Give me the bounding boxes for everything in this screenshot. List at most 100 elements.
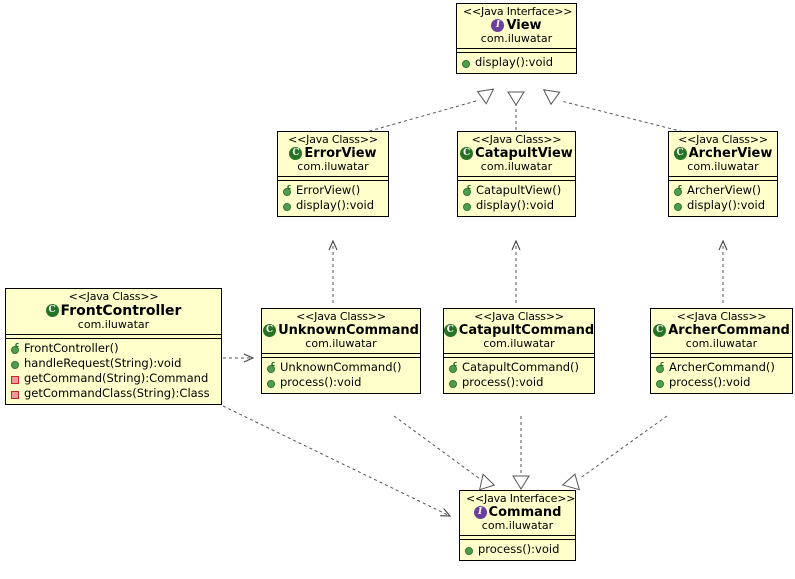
node-catapultview-package: com.iluwatar (480, 160, 553, 174)
node-archercommand-name: ArcherCommand (668, 322, 790, 338)
node-command-header: <<Java Interface>> I Command com.iluwata… (460, 491, 575, 535)
member-label: ArcherView() (687, 182, 762, 197)
class-icon: C (673, 146, 687, 160)
divider-gap (6, 334, 221, 338)
node-errorview-stereotype: <<Java Class>> (288, 133, 378, 146)
node-frontcontroller[interactable]: <<Java Class>> C FrontController com.ilu… (5, 288, 222, 405)
public-member-icon (448, 376, 459, 389)
node-view-name: View (506, 17, 542, 33)
member-row[interactable]: display():void (673, 198, 775, 213)
member-row[interactable]: c ArcherView() (673, 183, 775, 198)
member-row[interactable]: c ArcherCommand() (655, 360, 790, 375)
member-row[interactable]: c CatapultCommand() (448, 360, 592, 375)
constructor-icon: c (448, 360, 459, 374)
node-command[interactable]: <<Java Interface>> I Command com.iluwata… (459, 490, 576, 561)
public-member-icon (266, 376, 277, 389)
node-view-header: <<Java Interface>> I View com.iluwatar (457, 4, 576, 48)
node-archerview-title: C ArcherView (673, 146, 772, 161)
constructor-icon: c (266, 360, 277, 374)
member-row[interactable]: display():void (461, 55, 574, 70)
divider (457, 47, 576, 49)
member-row[interactable]: c ErrorView() (282, 183, 386, 198)
divider-gap (460, 535, 575, 539)
node-catapultview[interactable]: <<Java Class>> C CatapultView com.iluwat… (457, 131, 576, 217)
divider (457, 51, 576, 53)
divider (278, 175, 388, 177)
divider-gap (457, 48, 576, 52)
node-unknowncommand-name: UnknownCommand (278, 322, 419, 338)
member-label: getCommandClass(String):Class (24, 385, 210, 400)
member-row[interactable]: process():void (464, 542, 573, 557)
class-icon: C (289, 146, 303, 160)
member-row[interactable]: getCommandClass(String):Class (10, 386, 219, 401)
member-row[interactable]: c FrontController() (10, 341, 219, 356)
class-icon: C (653, 323, 667, 337)
node-errorview-members: c ErrorView() display():void (278, 181, 388, 216)
member-label: handleRequest(String):void (24, 355, 182, 370)
node-archercommand-members: c ArcherCommand() process():void (651, 358, 792, 393)
node-errorview-title: C ErrorView (284, 146, 382, 161)
node-command-stereotype: <<Java Interface>> (466, 492, 576, 505)
node-archercommand-header: <<Java Class>> C ArcherCommand com.iluwa… (651, 309, 792, 353)
node-frontcontroller-header: <<Java Class>> C FrontController com.ilu… (6, 289, 221, 334)
interface-icon: I (491, 18, 505, 32)
divider (651, 356, 792, 358)
arrowhead-unknowncommand-command (478, 473, 496, 491)
member-row[interactable]: process():void (266, 375, 418, 390)
divider (6, 333, 221, 335)
public-member-icon (673, 199, 684, 212)
public-member-icon (10, 357, 21, 370)
node-catapultview-name: CatapultView (475, 145, 573, 161)
member-label: process():void (669, 374, 751, 389)
member-label: ArcherCommand() (669, 359, 775, 374)
node-view-members: display():void (457, 53, 576, 73)
divider (460, 538, 575, 540)
member-row[interactable]: c UnknownCommand() (266, 360, 418, 375)
node-unknowncommand-header: <<Java Class>> C UnknownCommand com.iluw… (262, 309, 420, 353)
node-view-stereotype: <<Java Interface>> (463, 5, 573, 18)
constructor-icon: c (462, 183, 473, 197)
node-archercommand[interactable]: <<Java Class>> C ArcherCommand com.iluwa… (650, 308, 793, 394)
node-catapultview-stereotype: <<Java Class>> (471, 133, 562, 146)
node-archerview[interactable]: <<Java Class>> C ArcherView com.iluwatar… (668, 131, 778, 217)
node-archerview-members: c ArcherView() display():void (669, 181, 777, 216)
edge-frontcontroller-uses-command (222, 405, 452, 517)
divider (262, 356, 420, 358)
node-errorview-package: com.iluwatar (297, 160, 369, 174)
member-row[interactable]: c CatapultView() (462, 183, 573, 198)
node-view[interactable]: <<Java Interface>> I View com.iluwatar d… (456, 3, 577, 74)
node-command-title: I Command (466, 504, 569, 520)
arrowhead-archerview-view (542, 89, 561, 106)
private-member-icon (10, 387, 21, 400)
node-frontcontroller-stereotype: <<Java Class>> (68, 290, 159, 303)
member-row[interactable]: getCommand(String):Command (10, 371, 219, 386)
divider (262, 352, 420, 354)
member-row[interactable]: display():void (282, 198, 386, 213)
node-unknowncommand[interactable]: <<Java Class>> C UnknownCommand com.iluw… (261, 308, 421, 394)
node-catapultcommand-title: C CatapultCommand (443, 323, 594, 338)
public-member-icon (464, 543, 475, 556)
node-frontcontroller-title: C FrontController (12, 302, 215, 319)
edge-unknowncommand-realizes-command (393, 415, 481, 480)
member-label: display():void (475, 54, 554, 69)
node-catapultcommand[interactable]: <<Java Class>> C CatapultCommand com.ilu… (443, 308, 595, 394)
member-row[interactable]: handleRequest(String):void (10, 356, 219, 371)
member-row[interactable]: display():void (462, 198, 573, 213)
member-row[interactable]: process():void (655, 375, 790, 390)
divider (6, 337, 221, 339)
node-command-name: Command (488, 504, 562, 520)
node-command-package: com.iluwatar (481, 519, 554, 533)
constructor-icon: c (10, 341, 21, 355)
node-frontcontroller-name: FrontController (60, 302, 182, 319)
constructor-icon: c (655, 360, 666, 374)
member-label: process():void (478, 541, 560, 556)
public-member-icon (282, 199, 293, 212)
node-catapultcommand-name: CatapultCommand (458, 322, 595, 338)
class-icon: C (263, 323, 277, 337)
member-row[interactable]: process():void (448, 375, 592, 390)
arrowhead-archercommand-command (561, 473, 581, 491)
node-errorview[interactable]: <<Java Class>> C ErrorView com.iluwatar … (277, 131, 389, 217)
node-catapultview-members: c CatapultView() display():void (458, 181, 575, 216)
public-member-icon (462, 199, 473, 212)
node-archercommand-package: com.iluwatar (685, 337, 758, 351)
